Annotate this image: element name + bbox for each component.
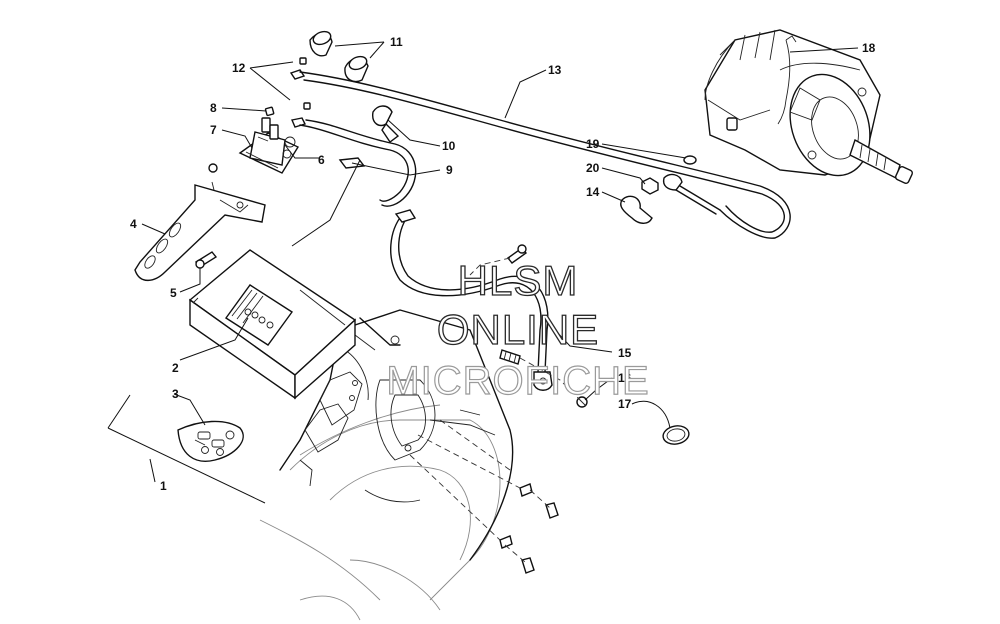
nut-8 bbox=[264, 106, 275, 117]
star-washer-19 bbox=[683, 155, 697, 165]
callout-14: 14 bbox=[586, 185, 600, 199]
mounting-bracket bbox=[134, 163, 266, 282]
watermark: HLSM ONLINE MICROFICHE bbox=[386, 256, 650, 403]
battery bbox=[188, 249, 357, 400]
watermark-line-2: ONLINE bbox=[437, 306, 599, 353]
callout-15: 15 bbox=[618, 346, 632, 360]
frame-screws-lower bbox=[499, 483, 559, 574]
bracket-group-1 bbox=[107, 394, 266, 504]
callout-7: 7 bbox=[210, 123, 217, 137]
starter-motor bbox=[704, 29, 914, 185]
ground-cable-15 bbox=[390, 209, 553, 391]
callout-5: 5 bbox=[170, 286, 177, 300]
callout-1: 1 bbox=[160, 479, 167, 493]
stud-bolt bbox=[499, 349, 521, 365]
callout-16: 16 bbox=[618, 371, 632, 385]
leader-lines bbox=[141, 41, 859, 429]
callout-6: 6 bbox=[318, 153, 325, 167]
chassis-frame bbox=[259, 309, 514, 621]
battery-cable bbox=[299, 105, 417, 207]
nut-20 bbox=[641, 177, 659, 195]
screw-upper bbox=[506, 244, 528, 264]
terminal-boots bbox=[309, 30, 369, 83]
callout-20: 20 bbox=[586, 161, 600, 175]
callout-2: 2 bbox=[172, 361, 179, 375]
watermark-line-3: MICROFICHE bbox=[386, 359, 649, 403]
assembly-lines bbox=[409, 257, 583, 563]
terminal-boot-14 bbox=[620, 195, 653, 224]
callout-3: 3 bbox=[172, 387, 179, 401]
callout-18: 18 bbox=[862, 41, 876, 55]
callout-8: 8 bbox=[210, 101, 217, 115]
cable-tie-17 bbox=[662, 425, 690, 445]
hardware-kit bbox=[177, 420, 244, 462]
callout-17: 17 bbox=[618, 397, 632, 411]
starter-solenoid bbox=[238, 117, 300, 174]
bolt-5 bbox=[194, 251, 218, 269]
callout-4: 4 bbox=[130, 217, 137, 231]
callout-labels: 1 2 3 4 5 6 7 8 9 10 11 12 13 14 15 16 1… bbox=[130, 35, 876, 493]
callout-10: 10 bbox=[442, 139, 456, 153]
callout-12: 12 bbox=[232, 61, 246, 75]
watermark-line-1: HLSM bbox=[458, 257, 579, 304]
callout-13: 13 bbox=[548, 63, 562, 77]
battery-warning-label bbox=[224, 284, 294, 346]
callout-9: 9 bbox=[446, 163, 453, 177]
cable-end-20 bbox=[662, 173, 721, 215]
callout-19: 19 bbox=[586, 137, 600, 151]
starter-cable-13 bbox=[299, 71, 791, 239]
terminal-nuts bbox=[289, 57, 311, 128]
callout-11: 11 bbox=[390, 35, 403, 49]
